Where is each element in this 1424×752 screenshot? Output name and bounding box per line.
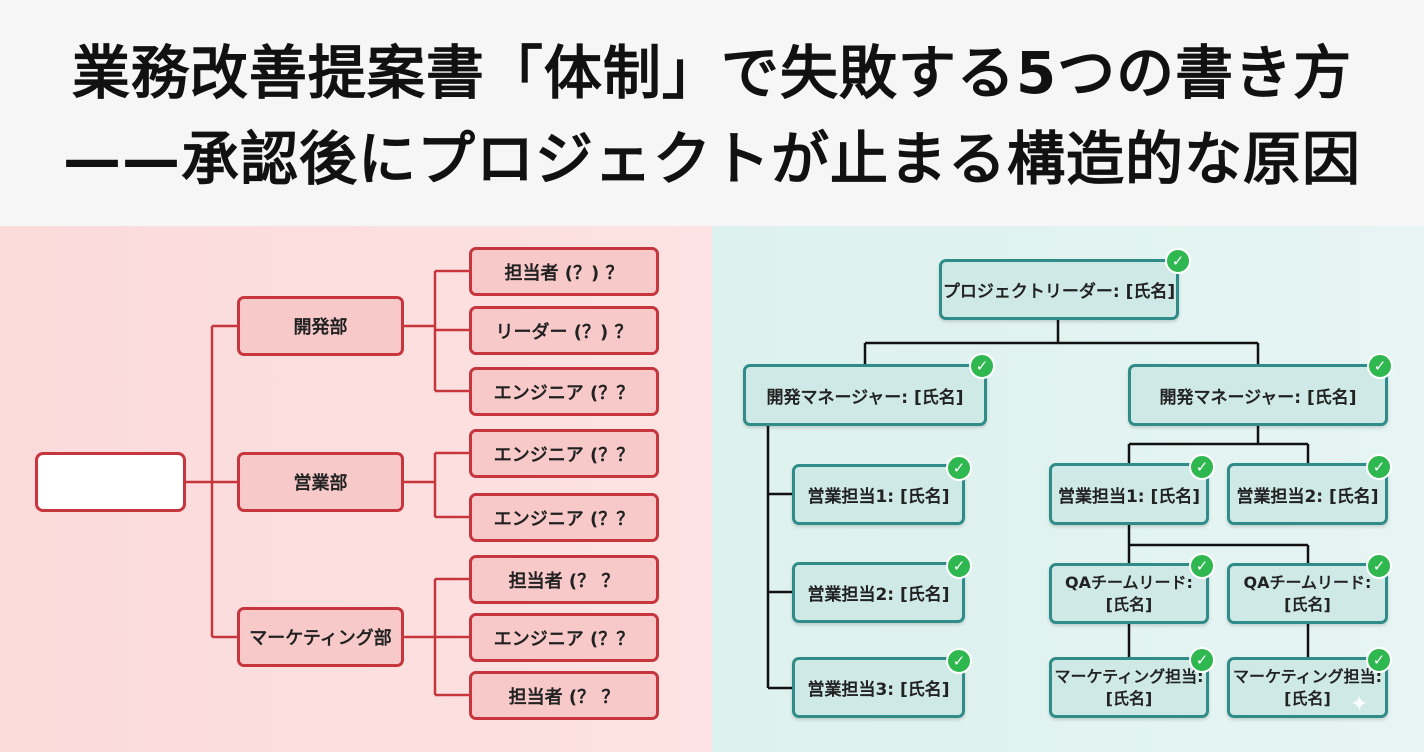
- title-line-2: ——承認後にプロジェクトが止まる構造的な原因: [62, 125, 1361, 193]
- check-icon: ✓: [946, 553, 972, 579]
- check-icon: ✓: [946, 455, 972, 481]
- check-icon: ✓: [1189, 647, 1215, 673]
- marketing-box: マーケティング担当:[氏名]: [1227, 657, 1388, 718]
- member-box: エンジニア (？？: [469, 367, 659, 416]
- qa-lead-box: QAチームリード:[氏名]: [1227, 563, 1388, 624]
- check-icon: ✓: [1366, 647, 1392, 673]
- dept-marketing: マーケティング部: [237, 607, 404, 667]
- check-icon: ✓: [1189, 454, 1215, 480]
- sales-box: 営業担当1: [氏名]: [792, 464, 965, 525]
- check-icon: ✓: [1366, 454, 1392, 480]
- member-box: エンジニア (？？: [469, 493, 659, 542]
- root-box-empty: [35, 452, 186, 512]
- project-leader-box: プロジェクトリーダー: [氏名]: [939, 259, 1179, 320]
- header: 業務改善提案書「体制」で失敗する5つの書き方 ——承認後にプロジェクトが止まる構…: [0, 0, 1424, 226]
- member-box: 担当者 (？ ？: [469, 671, 659, 720]
- check-icon: ✓: [969, 353, 995, 379]
- member-box: 担当者 (？ ？: [469, 555, 659, 604]
- dev-manager-box-left: 開発マネージャー: [氏名]: [743, 364, 987, 426]
- sales-box: 営業担当1: [氏名]: [1049, 463, 1209, 525]
- dept-dev: 開発部: [237, 296, 404, 356]
- check-icon: ✓: [1165, 248, 1191, 274]
- member-box: 担当者 (？) ？: [469, 247, 659, 296]
- title-line-1: 業務改善提案書「体制」で失敗する5つの書き方: [71, 39, 1353, 107]
- check-icon: ✓: [1366, 553, 1392, 579]
- qa-lead-box: QAチームリード:[氏名]: [1049, 563, 1209, 624]
- marketing-box: マーケティング担当:[氏名]: [1049, 657, 1209, 718]
- sparkle-icon: ✦: [1350, 692, 1369, 717]
- dept-sales: 営業部: [237, 452, 404, 512]
- member-box: リーダー (？) ？: [469, 306, 659, 355]
- check-icon: ✓: [946, 648, 972, 674]
- sales-box: 営業担当3: [氏名]: [792, 657, 965, 718]
- sales-box: 営業担当2: [氏名]: [792, 562, 965, 623]
- sales-box: 営業担当2: [氏名]: [1227, 463, 1388, 525]
- member-box: エンジニア (？？: [469, 613, 659, 662]
- dev-manager-box-right: 開発マネージャー: [氏名]: [1128, 364, 1388, 426]
- member-box: エンジニア (？？: [469, 429, 659, 478]
- check-icon: ✓: [1367, 353, 1393, 379]
- check-icon: ✓: [1189, 553, 1215, 579]
